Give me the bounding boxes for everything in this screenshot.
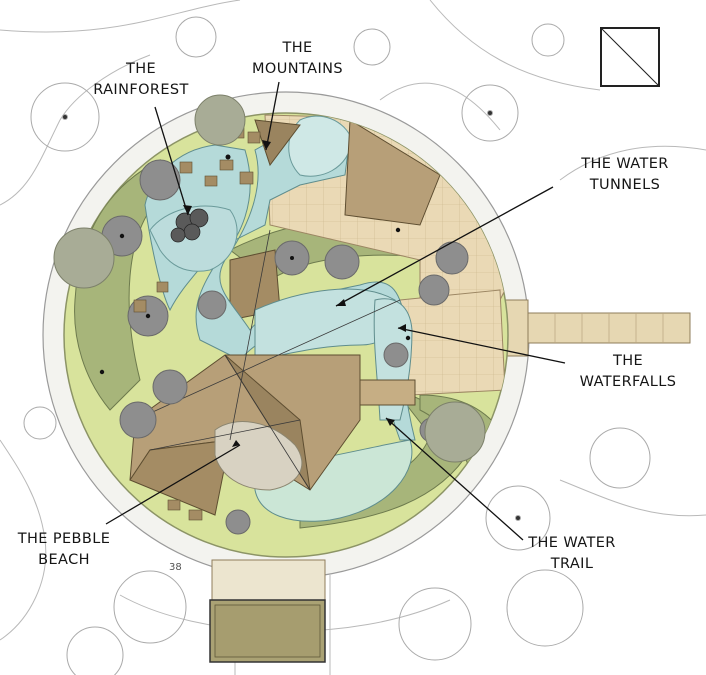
rainforest-shrubs [170,208,209,243]
level-marker: 38 [169,562,182,573]
kiosk [600,27,660,87]
label-water-tunnels: THE WATER TUNNELS [581,156,669,193]
label-water-trail: THE WATER TRAIL [528,535,616,572]
label-pebble-beach: THE PEBBLE BEACH [17,531,111,568]
south-entrance [209,559,326,663]
leader-lines [105,81,566,541]
label-waterfalls: THE WATERFALLS [579,353,677,390]
context-trees [23,16,651,675]
label-mountains: THE MOUNTAINS [252,40,343,77]
label-rainforest: THE RAINFOREST [93,61,189,98]
edge-trees [53,94,486,463]
